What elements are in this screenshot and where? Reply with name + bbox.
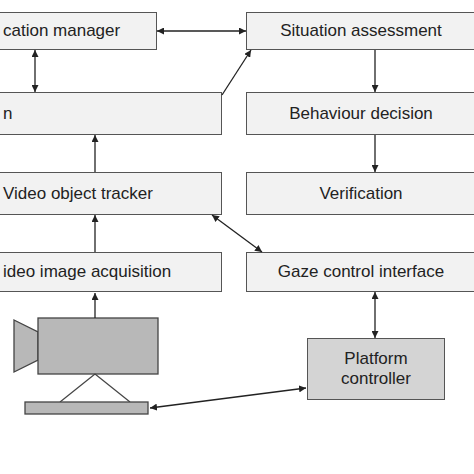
box-label: Platform controller [316, 349, 436, 389]
tripod-leg [60, 374, 95, 402]
process-box: n [0, 92, 222, 135]
process-box: ideo image acquisition [0, 252, 222, 292]
box-label: Behaviour decision [289, 104, 433, 124]
camera-platform [25, 402, 148, 414]
box-label: Video object tracker [3, 184, 153, 204]
camera-body [38, 318, 158, 374]
box-label: Situation assessment [280, 21, 442, 41]
connector-arrow [222, 50, 251, 95]
connector-arrow [374, 135, 375, 172]
tripod-leg [95, 374, 130, 402]
process-box: Gaze control interface [246, 252, 474, 292]
box-label: n [3, 104, 12, 124]
box-label: Verification [319, 184, 402, 204]
connector-arrow [374, 292, 375, 338]
box-label: ideo image acquisition [3, 262, 171, 282]
camera-lens [14, 320, 38, 372]
connector-arrow [157, 30, 246, 31]
box-label: cation manager [3, 21, 120, 41]
process-box: Verification [246, 172, 474, 215]
process-box: Video object tracker [0, 172, 222, 215]
process-box: Situation assessment [246, 12, 474, 50]
connector-arrow [212, 215, 262, 252]
process-box: cation manager [0, 12, 157, 50]
connector-arrow [94, 135, 95, 172]
connector-arrow [94, 215, 95, 252]
camera-wire [94, 293, 95, 318]
connector-arrow [374, 50, 375, 92]
connector-arrow [34, 50, 35, 92]
box-label: Gaze control interface [278, 262, 444, 282]
process-box: Behaviour decision [246, 92, 474, 135]
camera-illustration [14, 318, 158, 414]
process-box: Platform controller [307, 338, 445, 400]
platform-wire [150, 388, 306, 408]
